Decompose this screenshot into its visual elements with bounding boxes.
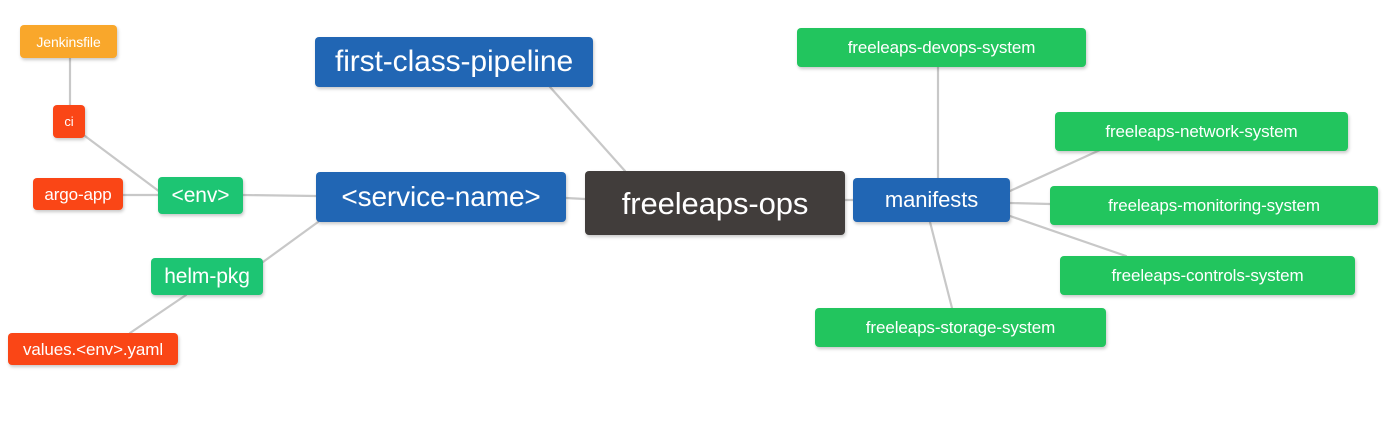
node-label: Jenkinsfile: [36, 33, 101, 50]
node-label: first-class-pipeline: [334, 45, 574, 78]
node-label: freeleaps-ops: [621, 185, 809, 221]
node-label: freeleaps-monitoring-system: [1108, 196, 1320, 215]
node-freeleaps-controls-system[interactable]: freeleaps-controls-system: [1060, 256, 1355, 295]
node-label: ci: [64, 114, 74, 129]
node-label: <service-name>: [341, 181, 541, 212]
node-root-freeleaps-ops[interactable]: freeleaps-ops: [585, 171, 845, 235]
node-argo-app[interactable]: argo-app: [33, 178, 123, 210]
edge-helmpkg-valuesyaml: [128, 293, 188, 335]
node-first-class-pipeline[interactable]: first-class-pipeline: [315, 37, 593, 87]
node-helm-pkg[interactable]: helm-pkg: [151, 258, 263, 295]
node-env[interactable]: <env>: [158, 177, 243, 214]
node-freeleaps-devops-system[interactable]: freeleaps-devops-system: [797, 28, 1086, 67]
node-label: <env>: [171, 184, 230, 207]
node-service-name[interactable]: <service-name>: [316, 172, 566, 222]
node-values-env-yaml[interactable]: values.<env>.yaml: [8, 333, 178, 365]
node-label: helm-pkg: [164, 265, 250, 288]
edge-firstclasspipeline-root: [548, 85, 627, 173]
node-freeleaps-monitoring-system[interactable]: freeleaps-monitoring-system: [1050, 186, 1378, 225]
node-label: manifests: [884, 187, 979, 212]
node-freeleaps-network-system[interactable]: freeleaps-network-system: [1055, 112, 1348, 151]
edge-manifests-network: [1008, 148, 1102, 193]
node-label: argo-app: [44, 184, 112, 204]
node-label: freeleaps-storage-system: [865, 318, 1056, 337]
edge-servicename-helmpkg: [261, 220, 320, 264]
node-label: freeleaps-devops-system: [847, 38, 1036, 57]
node-jenkinsfile[interactable]: Jenkinsfile: [20, 25, 117, 58]
edge-manifests-storage: [928, 220, 954, 310]
node-label: freeleaps-controls-system: [1111, 266, 1304, 285]
edge-manifests-monitoring: [1008, 201, 1052, 206]
edge-servicename-root: [564, 196, 587, 201]
node-label: freeleaps-network-system: [1105, 122, 1298, 141]
edge-env-servicename: [241, 193, 318, 198]
node-ci[interactable]: ci: [53, 105, 85, 138]
node-freeleaps-storage-system[interactable]: freeleaps-storage-system: [815, 308, 1106, 347]
node-label: values.<env>.yaml: [22, 339, 164, 359]
node-manifests[interactable]: manifests: [853, 178, 1010, 222]
